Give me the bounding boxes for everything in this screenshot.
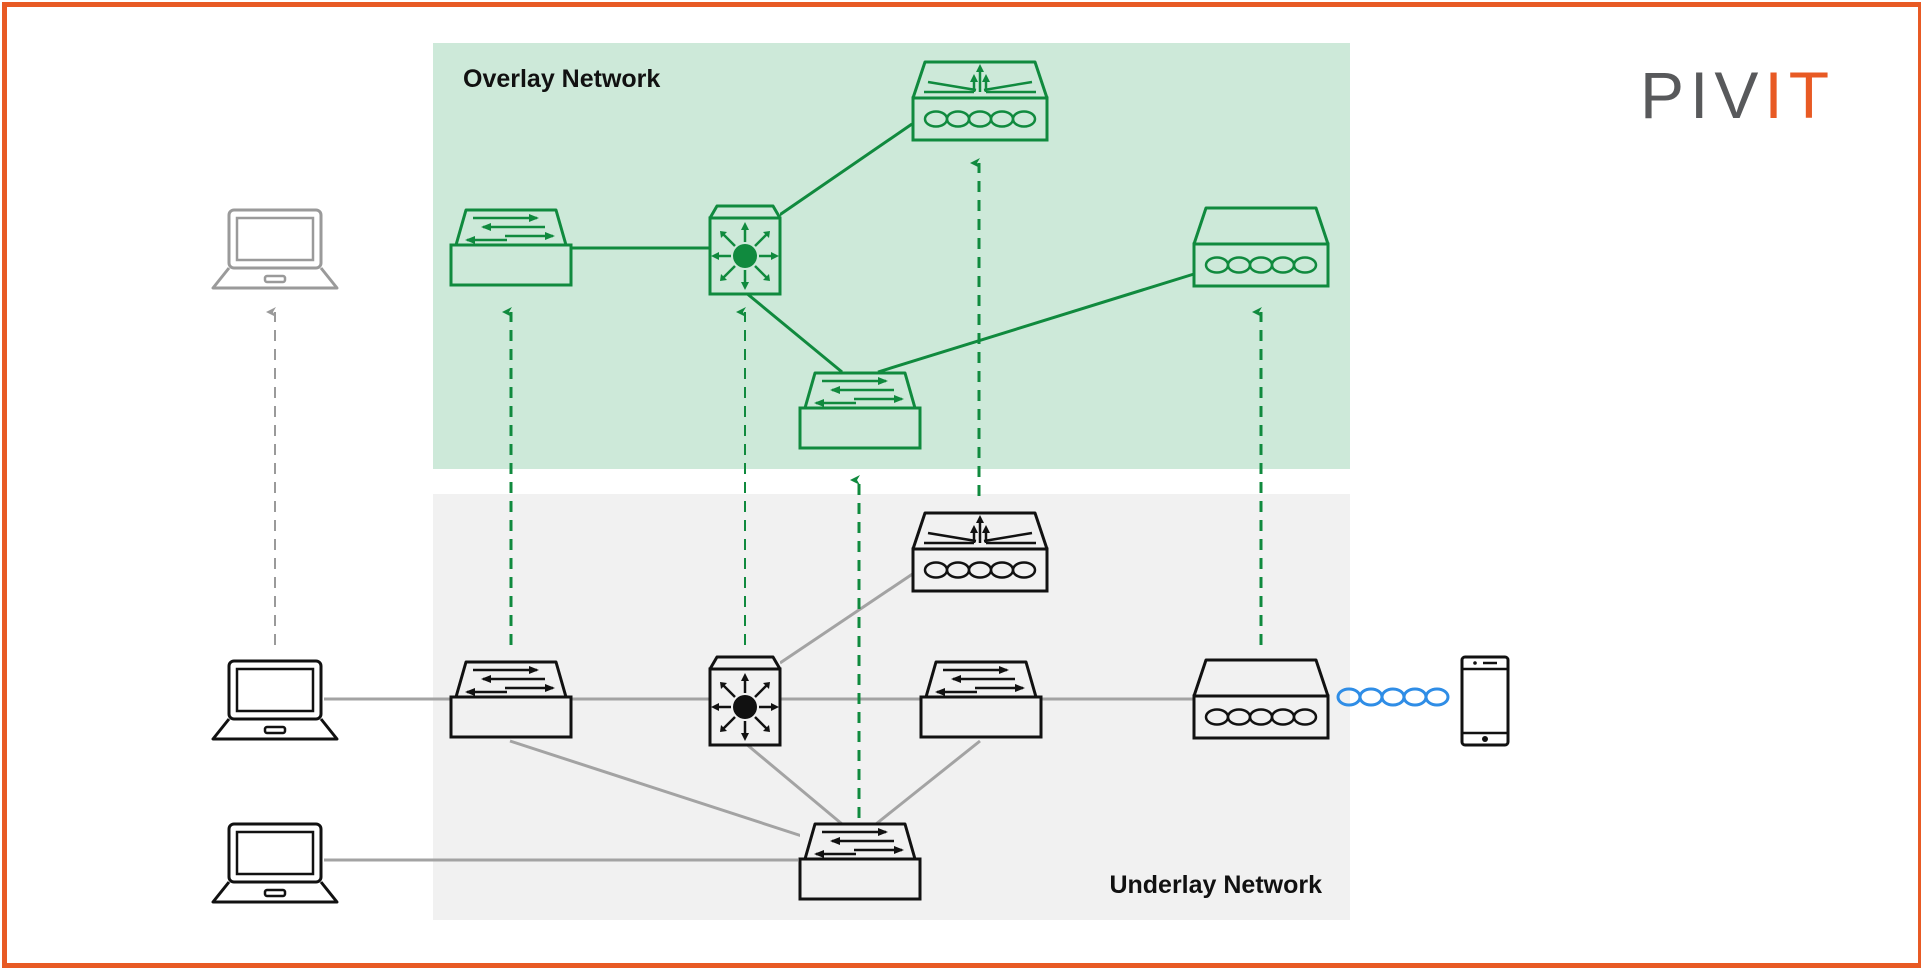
switch-icon: [919, 660, 1043, 739]
overlay-laptop-icon: [211, 208, 339, 290]
access-point-icon: [1192, 658, 1330, 740]
underlay-link: [779, 571, 915, 665]
underlay-link: [875, 739, 981, 826]
overlay-link: [877, 272, 1195, 374]
overlay-switch-icon: [798, 371, 922, 450]
laptop-icon: [211, 822, 339, 904]
overlay-link: [744, 290, 843, 374]
switch-icon: [449, 660, 573, 739]
laptop-icon: [211, 659, 339, 741]
underlay-link: [509, 739, 809, 840]
underlay-network-label: Underlay Network: [1109, 871, 1322, 899]
overlay-access-point-icon: [1192, 206, 1330, 288]
overlay-network-label: Overlay Network: [463, 65, 660, 93]
overlay-switch-icon: [449, 208, 573, 287]
core-router-icon: [708, 655, 782, 747]
overlay-router-icon: [708, 204, 782, 296]
underlay-link: [744, 741, 843, 826]
logo-part-2: IT: [1764, 58, 1836, 132]
overlay-firewall-icon: [911, 60, 1049, 142]
logo-part-1: PIV: [1640, 58, 1765, 132]
overlay-link: [777, 122, 913, 218]
switch-icon: [798, 822, 922, 901]
wireless-link: [1336, 687, 1450, 707]
overlay-links: [571, 122, 1195, 374]
pivit-logo: PIVIT: [1640, 62, 1835, 128]
firewall-icon: [911, 511, 1049, 593]
mobile-phone-icon: [1460, 655, 1510, 747]
